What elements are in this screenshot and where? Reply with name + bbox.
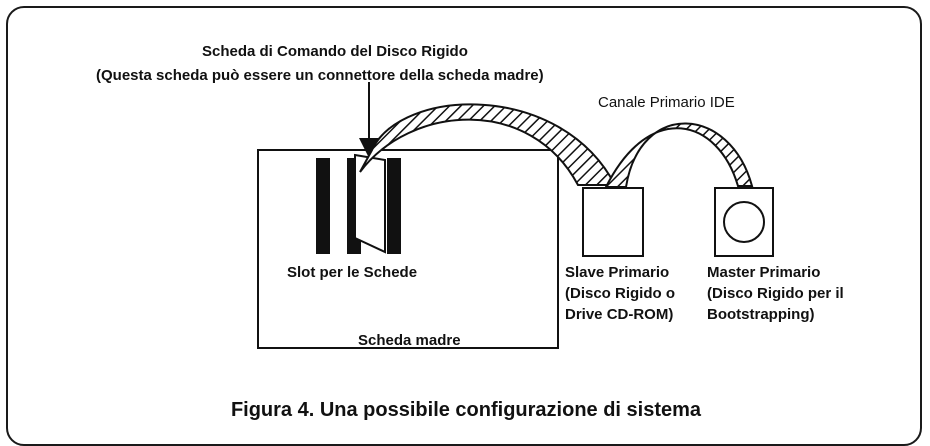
master-drive-disk-icon (723, 201, 765, 243)
card-slots-label: Slot per le Schede (287, 264, 417, 281)
system-configuration-diagram: Scheda di Comando del Disco Rigido (Ques… (96, 43, 844, 421)
ide-channel-label: Canale Primario IDE (598, 94, 735, 111)
motherboard-label: Scheda madre (358, 332, 461, 349)
master-label-line2: (Disco Rigido per il (707, 285, 844, 302)
slave-label-line3: Drive CD-ROM) (565, 306, 673, 323)
master-label-line1: Master Primario (707, 264, 820, 281)
motherboard-box (257, 149, 559, 349)
slave-drive-box (582, 187, 644, 257)
card-slot-3 (387, 158, 401, 254)
controller-card (354, 153, 386, 254)
figure-caption: Figura 4. Una possibile configurazione d… (231, 399, 702, 421)
controller-note-label: (Questa scheda può essere un connettore … (96, 67, 544, 84)
slave-label-line2: (Disco Rigido o (565, 285, 675, 302)
controller-title-label: Scheda di Comando del Disco Rigido (202, 43, 468, 60)
ide-cable-segment-2 (604, 122, 754, 188)
slave-label-line1: Slave Primario (565, 264, 669, 281)
card-slot-1 (316, 158, 330, 254)
master-label-line3: Bootstrapping) (707, 306, 814, 323)
